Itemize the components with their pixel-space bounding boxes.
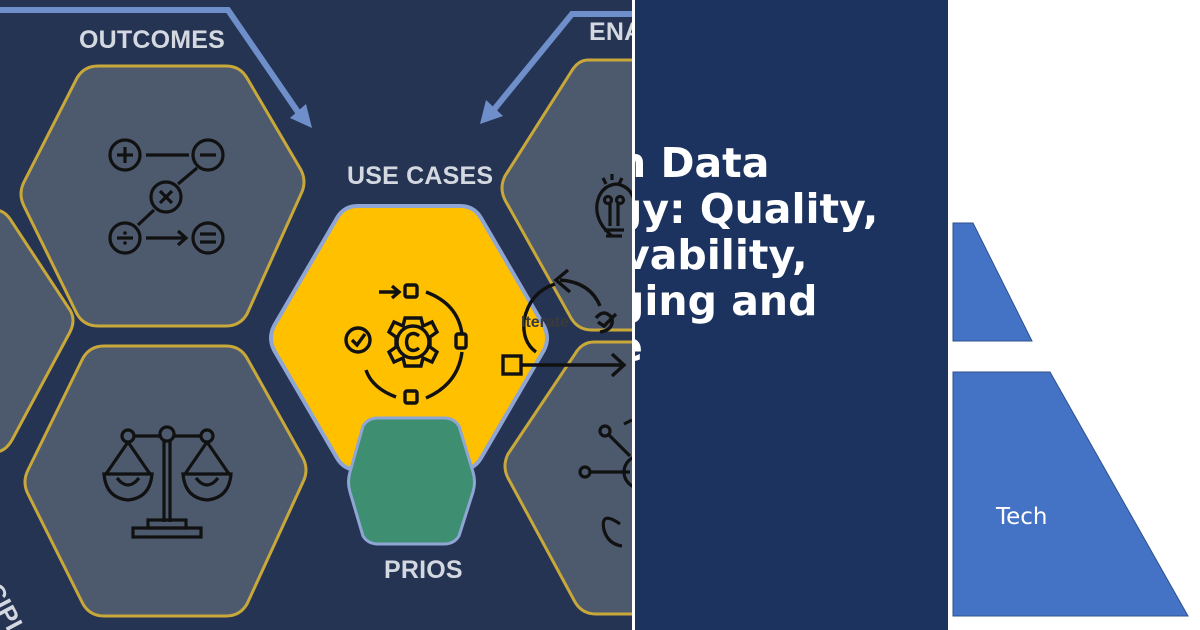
pyramid-segment-lower [952, 371, 1189, 617]
hex-outcomes [19, 64, 306, 328]
hex-prios [347, 416, 476, 546]
arrow-head-right [480, 100, 503, 124]
title-line-5: e [635, 324, 880, 370]
pyramid-graphics [952, 222, 1189, 617]
pyramid-label-tech: Tech [996, 504, 1048, 530]
hex-enablers [500, 58, 632, 332]
scales-of-justice-icon [102, 425, 233, 539]
math-operations-icon [108, 138, 225, 255]
arrow-outcomes-to-usecases [0, 7, 305, 120]
label-outcomes: OUTCOMES [79, 26, 226, 54]
label-prios: PRIOS [384, 556, 463, 584]
label-iterate: Iterate [521, 314, 570, 331]
label-use-cases: USE CASES [347, 162, 494, 190]
page-title: n Data gy: Quality, vability, ging and e [635, 140, 882, 370]
arrow-head-left [290, 104, 312, 128]
title-line-2: gy: Quality, [635, 185, 879, 233]
gear-cycle-icon [344, 283, 468, 405]
title-line-4: ging and [635, 277, 818, 325]
hexagon-diagram: OUTCOMES ENA USE CASES PRIOS RINCIPLES I… [0, 0, 632, 630]
hex-left-partial [0, 209, 75, 453]
title-panel: n Data gy: Quality, vability, ging and e [635, 0, 948, 630]
arrow-enablers-to-usecases [489, 11, 632, 114]
lightbulb-icon [595, 174, 632, 238]
pyramid-segment-upper [952, 222, 1033, 342]
title-line-1: n Data [635, 139, 770, 187]
hex-network [503, 340, 632, 616]
pyramid-panel: Tech [948, 0, 1200, 630]
title-line-3: vability, [635, 231, 808, 279]
iterate-cycle-icon [501, 268, 627, 378]
network-nodes-icon [578, 418, 632, 548]
label-enablers: ENA [589, 18, 632, 46]
diagram-graphics [0, 7, 632, 618]
